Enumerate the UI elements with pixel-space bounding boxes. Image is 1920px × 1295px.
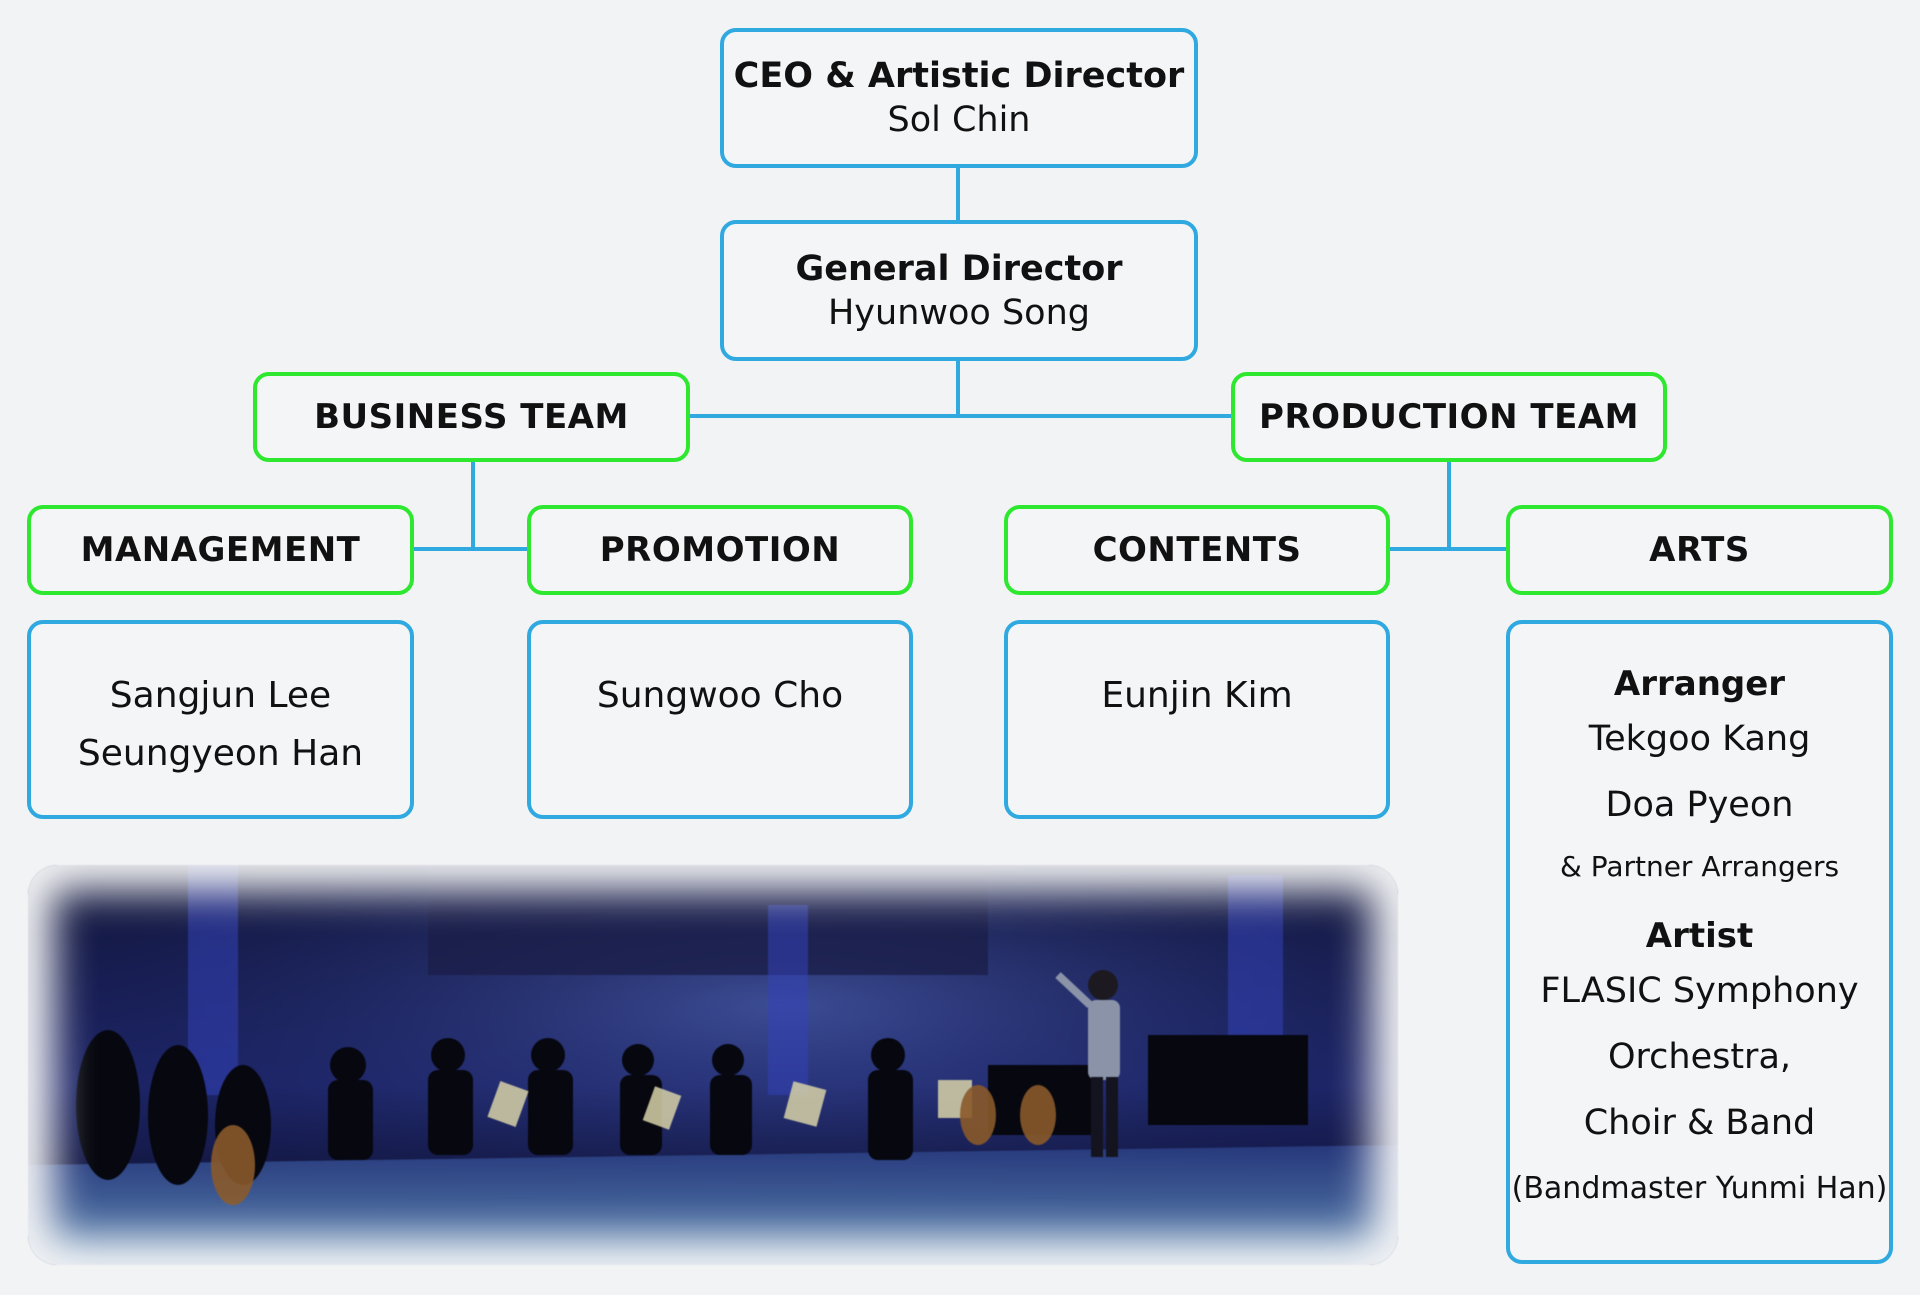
partner-arrangers: & Partner Arrangers xyxy=(1559,850,1840,883)
contents-members-box: Eunjin Kim xyxy=(1004,620,1390,819)
arranger-name: Tekgoo Kang xyxy=(1588,719,1811,759)
orchestra-photo xyxy=(28,865,1398,1265)
artist-line: FLASIC Symphony xyxy=(1540,971,1859,1011)
promotion-label: PROMOTION xyxy=(599,530,841,570)
promotion-members-box: Sungwoo Cho xyxy=(527,620,913,819)
business-team-box: BUSINESS TEAM xyxy=(253,372,690,462)
general-director-box: General Director Hyunwoo Song xyxy=(720,220,1198,361)
bandmaster-line: (Bandmaster Yunmi Han) xyxy=(1511,1171,1888,1206)
contents-member: Eunjin Kim xyxy=(1101,675,1293,716)
artist-line: Choir & Band xyxy=(1583,1103,1816,1143)
business-team-label: BUSINESS TEAM xyxy=(314,397,629,437)
artist-line: Orchestra, xyxy=(1607,1037,1792,1077)
contents-dept-box: CONTENTS xyxy=(1004,505,1390,595)
promotion-member: Sungwoo Cho xyxy=(596,675,844,716)
promotion-dept-box: PROMOTION xyxy=(527,505,913,595)
management-members-box: Sangjun Lee Seungyeon Han xyxy=(27,620,414,819)
management-member: Sangjun Lee xyxy=(109,675,332,716)
management-dept-box: MANAGEMENT xyxy=(27,505,414,595)
production-team-label: PRODUCTION TEAM xyxy=(1259,397,1639,437)
general-director-name: Hyunwoo Song xyxy=(827,292,1090,333)
contents-label: CONTENTS xyxy=(1092,530,1302,570)
management-label: MANAGEMENT xyxy=(80,530,361,570)
management-member: Seungyeon Han xyxy=(77,733,364,774)
artist-heading: Artist xyxy=(1645,916,1754,956)
arts-label: ARTS xyxy=(1649,530,1750,570)
arranger-heading: Arranger xyxy=(1613,664,1786,704)
arranger-name: Doa Pyeon xyxy=(1605,785,1794,825)
ceo-name: Sol Chin xyxy=(887,100,1031,140)
general-director-role: General Director xyxy=(795,248,1123,289)
arts-dept-box: ARTS xyxy=(1506,505,1893,595)
orchestra-stage-illustration xyxy=(28,865,1398,1265)
arts-members-box: Arranger Tekgoo Kang Doa Pyeon & Partner… xyxy=(1506,620,1893,1264)
ceo-box: CEO & Artistic Director Sol Chin xyxy=(720,28,1198,168)
production-team-box: PRODUCTION TEAM xyxy=(1231,372,1667,462)
ceo-role: CEO & Artistic Director xyxy=(733,56,1185,96)
